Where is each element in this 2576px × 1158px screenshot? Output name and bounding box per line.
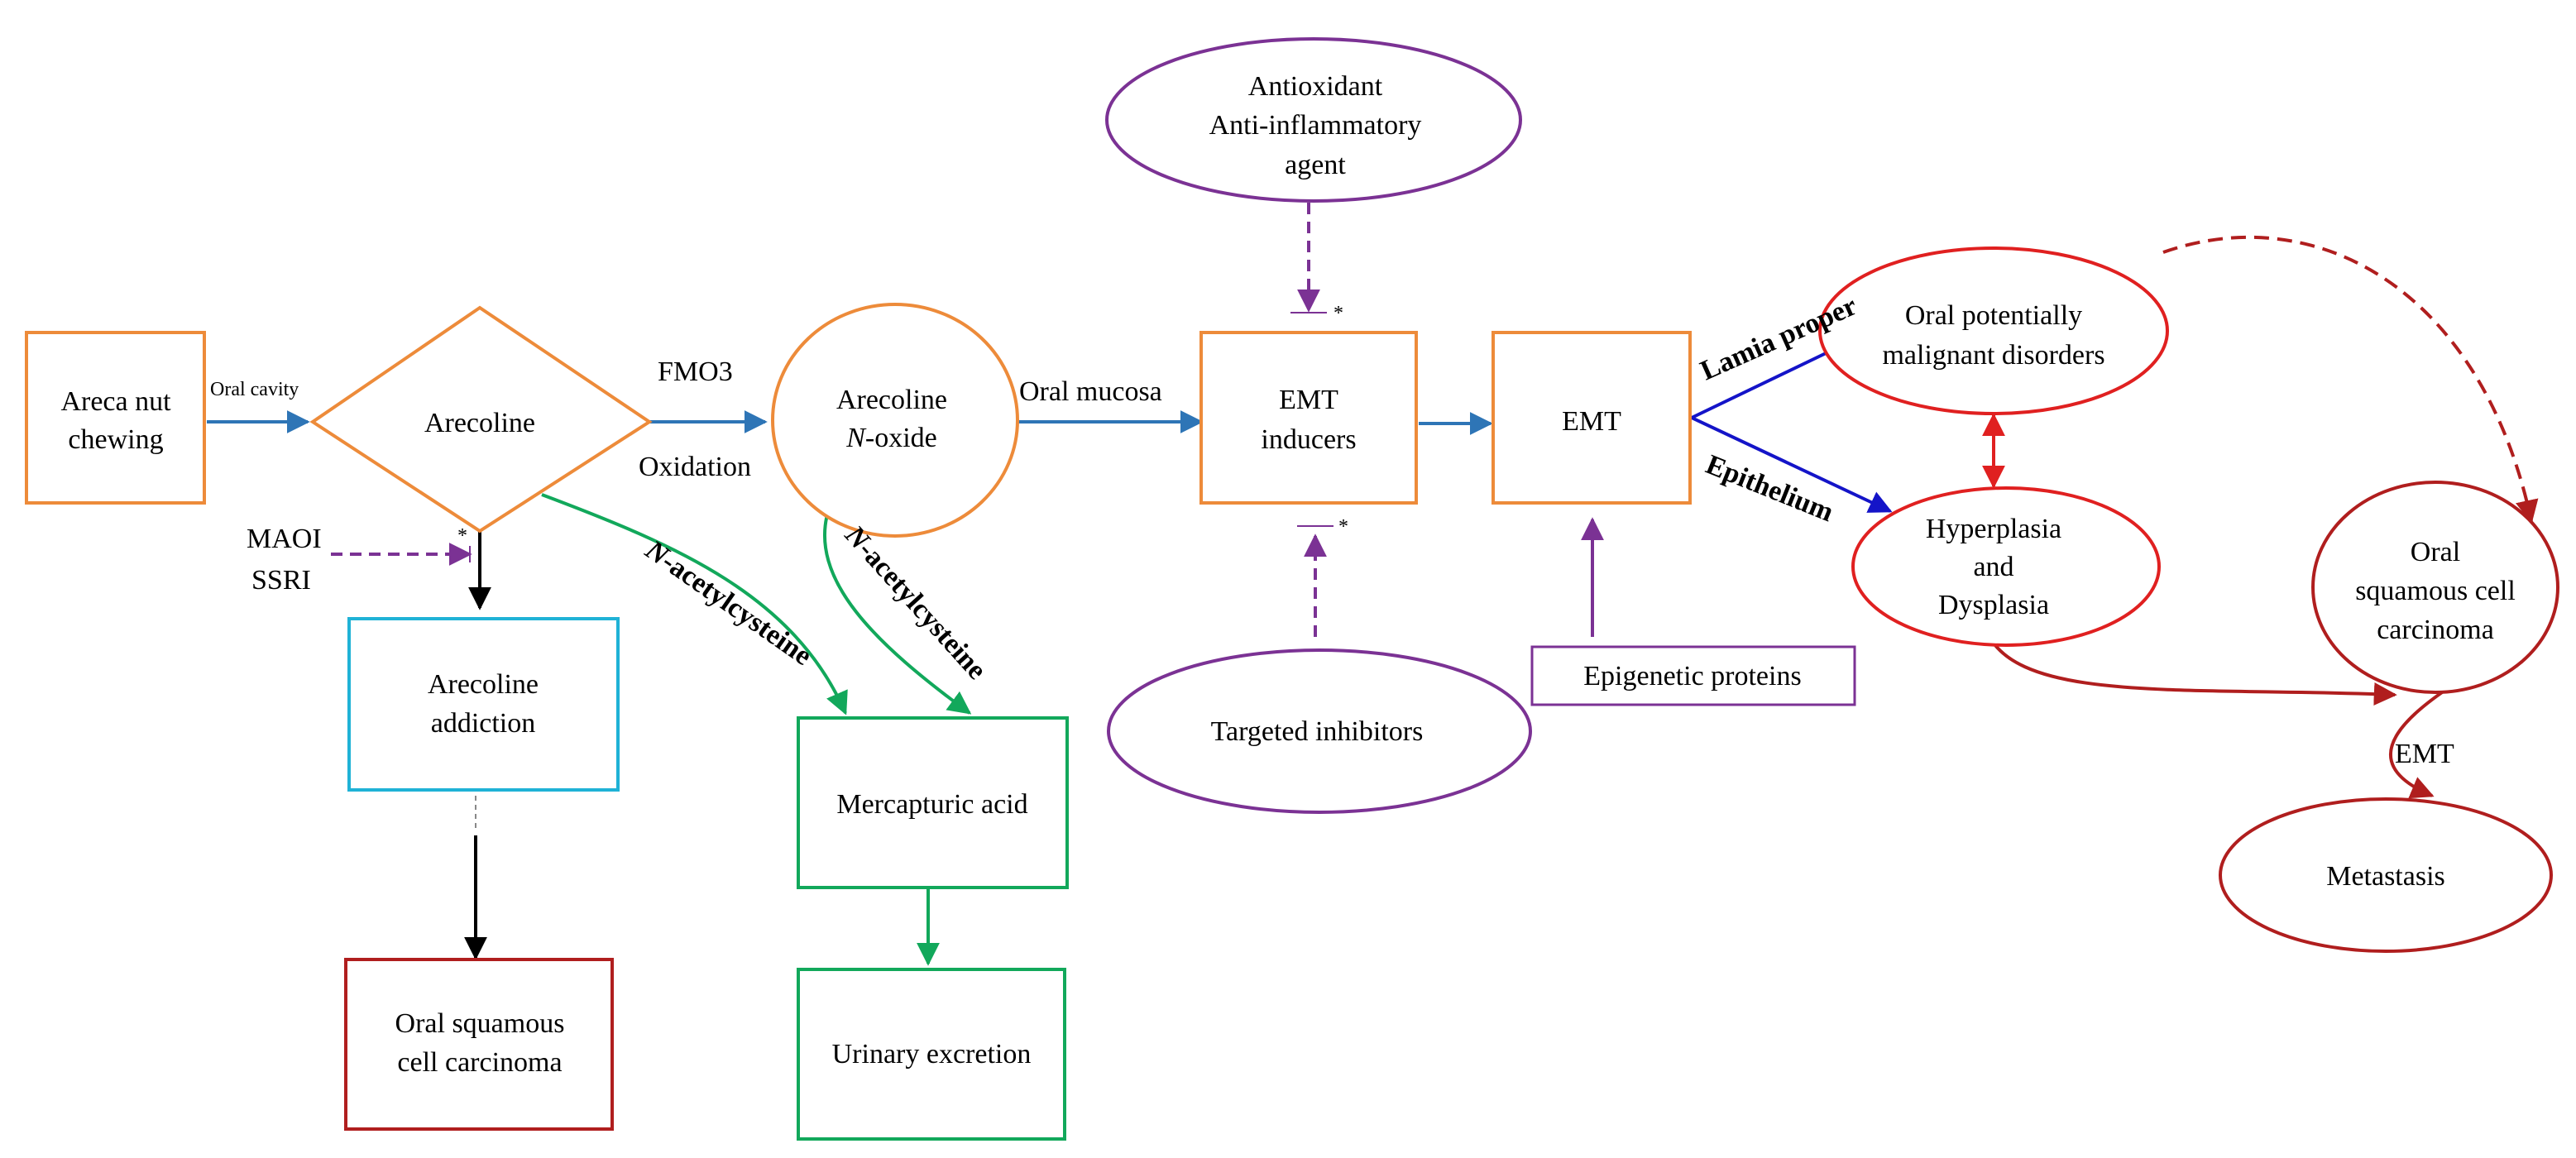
nac-right-suffix: -acetylcysteine (852, 535, 992, 686)
urinary-label: Urinary excretion (832, 1039, 1032, 1069)
node-mercapturic-acid (797, 716, 1069, 889)
node-opmd (1818, 246, 2169, 415)
nodes (25, 37, 2559, 1141)
noxide-suffix: -oxide (865, 423, 937, 453)
node-areca-nut-chewing (25, 331, 206, 505)
antioxidant-line2: Anti-inflammatory (1209, 110, 1422, 141)
oscc-right-line3: carcinoma (2377, 615, 2494, 645)
node-emt (1491, 331, 1692, 505)
opmd-line2: malignant disorders (1882, 340, 2104, 371)
node-arecoline-diamond (309, 305, 653, 534)
hyperplasia-line2: and (1973, 552, 2013, 582)
arrow-arecoline-to-mercapturic (541, 493, 848, 715)
addiction-line2: addiction (431, 708, 536, 739)
oscc-left-line1: Oral squamous (395, 1008, 565, 1039)
label-oral-cavity: Oral cavity (210, 379, 299, 400)
hyperplasia-line3: Dysplasia (1938, 590, 2049, 620)
noxide-line1: Arecoline (836, 385, 947, 415)
label-nac-left: N-acetylcysteine (639, 534, 817, 672)
node-oscc-left (344, 958, 614, 1131)
areca-nut-line1: Areca nut (60, 386, 171, 417)
antioxidant-line1: Antioxidant (1248, 71, 1383, 102)
mercapturic-label: Mercapturic acid (836, 789, 1027, 820)
label-nac-right: N-acetylcysteine (838, 519, 992, 686)
label-maoi: MAOI (247, 524, 322, 554)
nac-left-suffix: -acetylcysteine (657, 546, 817, 672)
oscc-right-line2: squamous cell (2355, 576, 2516, 606)
node-labels: Areca nut chewing Arecoline Arecoline N-… (60, 71, 2515, 1078)
star-bottom: * (1338, 516, 1348, 538)
noxide-line2: N-oxide (845, 423, 937, 453)
label-oxidation: Oxidation (639, 452, 751, 482)
opmd-line1: Oral potentially (1905, 300, 2082, 331)
emt-inducers-line1: EMT (1279, 385, 1338, 415)
noxide-n-italic: N (845, 423, 867, 453)
emt-inducers-line2: inducers (1261, 424, 1356, 455)
label-epithelium: Epithelium (1702, 449, 1838, 528)
emt-label: EMT (1562, 406, 1621, 437)
addiction-line1: Arecoline (428, 669, 539, 700)
node-targeted-inhibitors (1107, 648, 1532, 814)
epigenetic-proteins-label: Epigenetic proteins (1583, 661, 1801, 691)
targeted-inhibitors-label: Targeted inhibitors (1211, 716, 1424, 747)
node-oscc-right (2311, 481, 2559, 694)
star-maoi: * (457, 525, 467, 547)
node-metastasis (2219, 797, 2553, 953)
hyperplasia-line1: Hyperplasia (1926, 514, 2061, 544)
metastasis-label: Metastasis (2326, 861, 2445, 892)
node-antioxidant (1105, 37, 1522, 203)
label-emt-metastasis: EMT (2395, 739, 2454, 769)
areca-nut-line2: chewing (68, 424, 163, 455)
node-emt-inducers (1199, 331, 1418, 505)
edges (207, 203, 2539, 966)
label-oral-mucosa: Oral mucosa (1019, 376, 1162, 407)
antioxidant-line3: agent (1285, 150, 1346, 180)
oscc-left-line2: cell carcinoma (397, 1047, 562, 1078)
label-fmo3: FMO3 (658, 356, 733, 387)
node-epigenetic-proteins (1530, 645, 1856, 706)
arrow-opmd-to-oscc-dashed (2162, 235, 2539, 524)
oscc-right-line1: Oral (2411, 537, 2460, 567)
node-urinary-excretion (797, 968, 1066, 1141)
arecoline-label: Arecoline (424, 408, 535, 438)
node-hyperplasia (1851, 486, 2161, 647)
node-arecoline-n-oxide (771, 303, 1019, 538)
arrow-emt-to-hyperplasia (1691, 416, 1893, 513)
arrow-noxide-to-mercapturic (823, 508, 972, 715)
node-arecoline-addiction (347, 617, 620, 792)
arrow-hyperplasia-to-oscc (1988, 636, 2397, 706)
star-top: * (1333, 303, 1343, 324)
label-ssri: SSRI (251, 565, 311, 596)
